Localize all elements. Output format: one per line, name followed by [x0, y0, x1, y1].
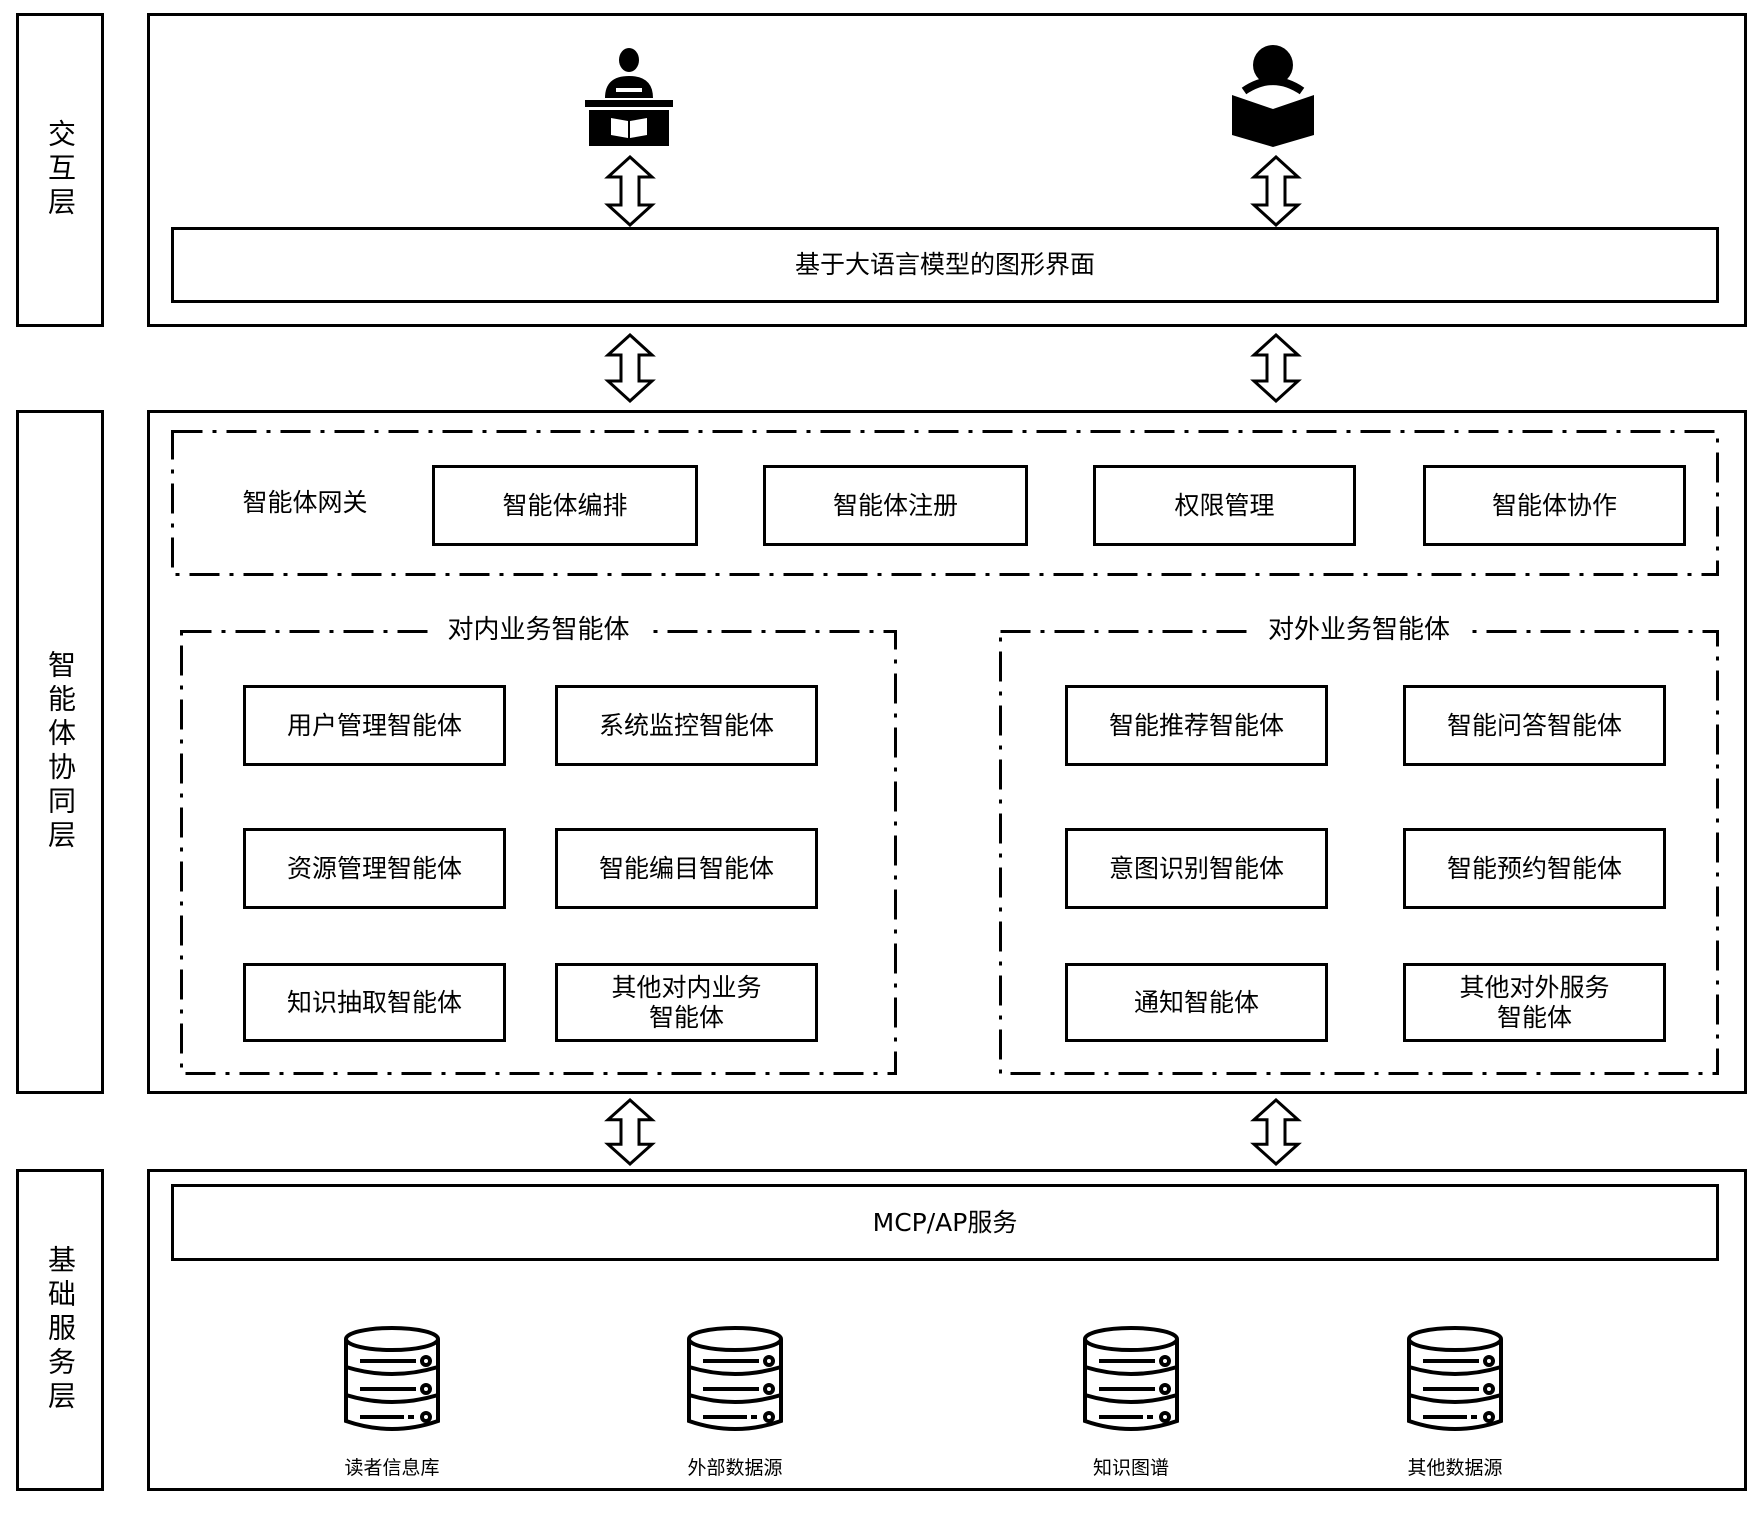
gateway-item-collaboration[interactable]: 智能体协作 — [1423, 465, 1686, 546]
external-agent-reservation[interactable]: 智能预约智能体 — [1403, 828, 1666, 909]
database-icon — [1407, 1326, 1503, 1431]
database-label: 其他数据源 — [1407, 1457, 1503, 1479]
layer-label-text: 交互层 — [44, 119, 77, 221]
internal-group-border — [180, 630, 897, 1075]
layer-label-interaction: 交互层 — [16, 13, 104, 327]
gui-bar[interactable]: 基于大语言模型的图形界面 — [171, 227, 1719, 303]
external-agent-intent-recognition[interactable]: 意图识别智能体 — [1065, 828, 1328, 909]
external-agent-other[interactable]: 其他对外服务 智能体 — [1403, 963, 1666, 1042]
internal-agent-knowledge-extraction[interactable]: 知识抽取智能体 — [243, 963, 506, 1042]
gui-bar-label: 基于大语言模型的图形界面 — [794, 250, 1095, 279]
internal-agent-cataloging[interactable]: 智能编目智能体 — [555, 828, 818, 909]
internal-group-title-wrap: 对内业务智能体 — [180, 613, 897, 647]
mcp-service-bar[interactable]: MCP/AP服务 — [171, 1184, 1719, 1261]
database-item: 其他数据源 — [1355, 1325, 1555, 1480]
bidirectional-arrow-icon — [604, 155, 656, 227]
database-icon — [344, 1326, 440, 1431]
layer-label-foundation: 基础服务层 — [16, 1169, 104, 1491]
database-icon — [1083, 1326, 1179, 1431]
bidirectional-arrow-icon — [604, 1098, 656, 1166]
external-group-border — [999, 630, 1719, 1075]
internal-agent-system-monitor[interactable]: 系统监控智能体 — [555, 685, 818, 766]
internal-agent-user-mgmt[interactable]: 用户管理智能体 — [243, 685, 506, 766]
gateway-group-border — [171, 430, 1719, 576]
external-agent-recommendation[interactable]: 智能推荐智能体 — [1065, 685, 1328, 766]
internal-group-title: 对内业务智能体 — [431, 617, 646, 643]
external-agent-notification[interactable]: 通知智能体 — [1065, 963, 1328, 1042]
database-item: 知识图谱 — [1031, 1325, 1231, 1480]
bidirectional-arrow-icon — [604, 333, 656, 403]
external-agent-qa[interactable]: 智能问答智能体 — [1403, 685, 1666, 766]
external-group-title: 对外业务智能体 — [1251, 617, 1466, 643]
bidirectional-arrow-icon — [1250, 1098, 1302, 1166]
database-label: 外部数据源 — [687, 1457, 783, 1479]
reader-with-book-icon — [1232, 45, 1314, 147]
gateway-item-permission[interactable]: 权限管理 — [1093, 465, 1356, 546]
librarian-at-desk-icon — [585, 48, 673, 146]
database-item: 读者信息库 — [292, 1325, 492, 1480]
mcp-service-label: MCP/AP服务 — [872, 1207, 1018, 1237]
layer-label-collaboration: 智能体协同层 — [16, 410, 104, 1094]
external-group-title-wrap: 对外业务智能体 — [999, 613, 1719, 647]
gateway-item-orchestration[interactable]: 智能体编排 — [432, 465, 698, 546]
internal-agent-resource-mgmt[interactable]: 资源管理智能体 — [243, 828, 506, 909]
database-label: 知识图谱 — [1092, 1457, 1169, 1479]
internal-agent-other[interactable]: 其他对内业务 智能体 — [555, 963, 818, 1042]
bidirectional-arrow-icon — [1250, 155, 1302, 227]
bidirectional-arrow-icon — [1250, 333, 1302, 403]
gateway-item-registration[interactable]: 智能体注册 — [763, 465, 1028, 546]
layer-label-text: 基础服务层 — [44, 1245, 77, 1415]
database-item: 外部数据源 — [635, 1325, 835, 1480]
database-icon — [687, 1326, 783, 1431]
layer-label-text: 智能体协同层 — [44, 650, 77, 854]
gateway-label: 智能体网关 — [242, 488, 368, 517]
database-label: 读者信息库 — [344, 1457, 440, 1479]
